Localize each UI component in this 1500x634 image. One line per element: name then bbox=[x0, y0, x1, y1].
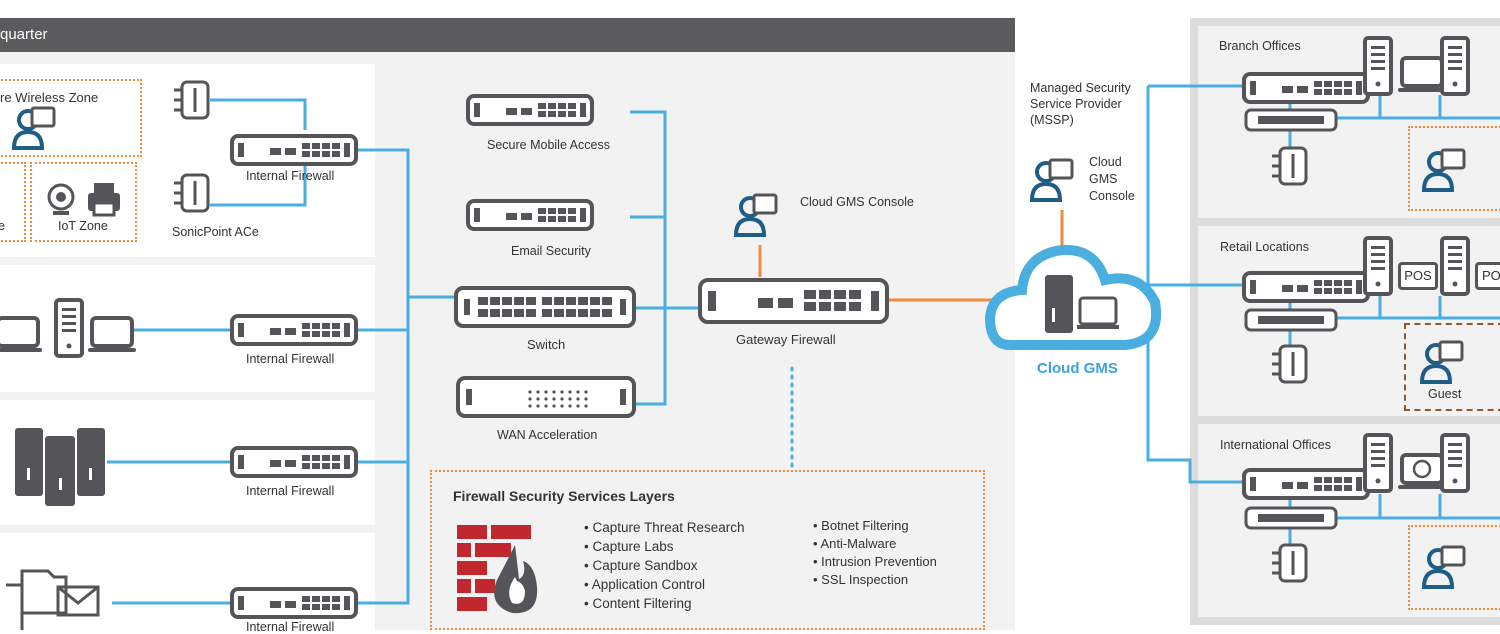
secure-mobile-access-label: Secure Mobile Access bbox=[487, 138, 610, 152]
switch-label: Switch bbox=[527, 337, 566, 352]
service-item: • Content Filtering bbox=[584, 596, 692, 611]
branch-server-2-icon bbox=[1440, 36, 1470, 96]
retail-guest-zone bbox=[1404, 323, 1500, 411]
intl-user-zone bbox=[1408, 525, 1500, 610]
internal-firewall-4-icon bbox=[230, 587, 358, 619]
internal-firewall-1-label: Internal Firewall bbox=[246, 169, 335, 183]
branch-laptop-icon bbox=[1396, 56, 1448, 94]
switch-icon bbox=[454, 286, 636, 328]
pos-label-2: PO bbox=[1475, 262, 1500, 290]
service-item: • Intrusion Prevention bbox=[813, 554, 937, 569]
branch-user-icon bbox=[1422, 148, 1466, 192]
wireless-zone-box bbox=[0, 79, 142, 157]
internal-firewall-3-label: Internal Firewall bbox=[246, 484, 335, 498]
wireless-user-icon bbox=[12, 106, 56, 150]
webcam-icon bbox=[47, 183, 75, 215]
retail-guest-user-icon bbox=[1420, 340, 1464, 384]
sonicpoint-ap-1-icon bbox=[172, 80, 210, 120]
retail-firewall-icon bbox=[1242, 271, 1370, 303]
cloud-gms-label: Cloud GMS bbox=[1037, 360, 1118, 377]
headquarters-title: quarter bbox=[0, 26, 48, 43]
service-item: • Capture Labs bbox=[584, 539, 674, 554]
retail-switch-icon bbox=[1244, 308, 1338, 332]
service-item: • Anti-Malware bbox=[813, 536, 897, 551]
mssp-console-user-icon bbox=[1030, 158, 1074, 202]
service-item: • SSL Inspection bbox=[813, 572, 909, 587]
service-item: • Capture Threat Research bbox=[584, 520, 745, 535]
gateway-firewall-icon bbox=[698, 278, 889, 324]
services-box bbox=[430, 470, 985, 630]
internal-firewall-3-icon bbox=[230, 446, 358, 478]
intl-globe-laptop-icon bbox=[1398, 453, 1446, 489]
internal-firewall-1-icon bbox=[230, 134, 358, 166]
wireless-zone-label: re Wireless Zone bbox=[0, 90, 99, 105]
cloud-gms-console-user-icon bbox=[734, 193, 778, 237]
retail-server-icon bbox=[1363, 236, 1393, 296]
internal-firewall-2-label: Internal Firewall bbox=[246, 352, 335, 366]
service-item: • Capture Sandbox bbox=[584, 558, 698, 573]
retail-server-2-icon bbox=[1440, 236, 1470, 296]
service-item: • Botnet Filtering bbox=[813, 518, 909, 533]
laptop-1-icon bbox=[0, 316, 44, 354]
services-list-1: • Capture Threat Research • Capture Labs… bbox=[584, 518, 745, 613]
iot-zone-box bbox=[30, 162, 137, 242]
mssp-console-label: Cloud GMS Console bbox=[1089, 155, 1135, 203]
left-zone-fragment-label: e bbox=[0, 219, 5, 233]
branch-ap-icon bbox=[1270, 146, 1308, 186]
hq-links bbox=[107, 84, 1500, 605]
internal-firewall-4-label: Internal Firewall bbox=[246, 620, 335, 634]
wan-acceleration-icon bbox=[456, 376, 636, 418]
sonicpoint-label: SonicPoint ACe bbox=[172, 225, 259, 239]
guest-label: Guest bbox=[1428, 387, 1462, 401]
intl-user-icon bbox=[1422, 545, 1466, 589]
services-title: Firewall Security Services Layers bbox=[453, 488, 675, 504]
sonicpoint-ap-2-icon bbox=[172, 173, 210, 213]
branch-switch-icon bbox=[1244, 108, 1338, 132]
branch-offices-label: Branch Offices bbox=[1219, 39, 1301, 53]
services-list-2: • Botnet Filtering • Anti-Malware • Intr… bbox=[813, 517, 937, 589]
files-email-icon bbox=[6, 569, 100, 630]
mssp-label: Managed Security Service Provider (MSSP) bbox=[1030, 81, 1131, 127]
firewall-brick-icon bbox=[457, 525, 538, 614]
workstation-tower-icon bbox=[54, 298, 84, 358]
headquarters-header: quarter bbox=[0, 18, 1015, 52]
branch-user-zone bbox=[1408, 126, 1500, 211]
cloud-gms-console-label: Cloud GMS Console bbox=[800, 195, 914, 209]
printer-icon bbox=[88, 183, 120, 217]
email-security-icon bbox=[466, 199, 594, 231]
intl-server-2-icon bbox=[1440, 433, 1470, 493]
branch-firewall-icon bbox=[1242, 72, 1370, 104]
gateway-firewall-label: Gateway Firewall bbox=[736, 332, 836, 347]
secure-mobile-access-icon bbox=[466, 94, 594, 126]
branch-server-icon bbox=[1363, 36, 1393, 96]
email-security-label: Email Security bbox=[511, 244, 591, 258]
retail-locations-label: Retail Locations bbox=[1220, 240, 1309, 254]
iot-zone-label: IoT Zone bbox=[58, 219, 108, 233]
left-zone-box bbox=[0, 162, 26, 242]
internal-firewall-2-icon bbox=[230, 314, 358, 346]
intl-switch-icon bbox=[1244, 506, 1338, 530]
service-item: • Application Control bbox=[584, 577, 706, 592]
cloud-icon bbox=[984, 244, 1162, 350]
pos-label-1: POS bbox=[1398, 262, 1438, 290]
wan-acceleration-label: WAN Acceleration bbox=[497, 428, 598, 442]
international-offices-label: International Offices bbox=[1220, 438, 1331, 452]
intl-ap-icon bbox=[1270, 543, 1308, 583]
intl-server-icon bbox=[1363, 433, 1393, 493]
intl-firewall-icon bbox=[1242, 468, 1370, 500]
laptop-2-icon bbox=[86, 316, 138, 354]
retail-ap-icon bbox=[1270, 344, 1308, 384]
server-rack-icon bbox=[15, 428, 105, 506]
